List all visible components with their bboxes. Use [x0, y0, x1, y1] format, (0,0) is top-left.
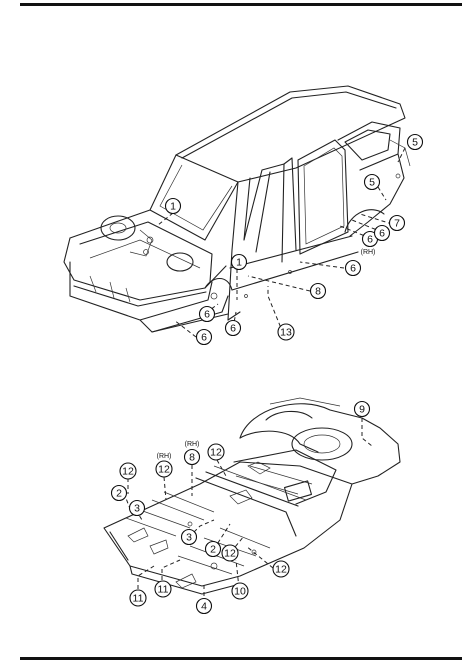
callout-number: 6 [379, 228, 385, 240]
callout-circle [230, 253, 248, 271]
callout-number: 8 [189, 452, 195, 464]
callout-circle [272, 560, 290, 578]
callout-circle [388, 214, 406, 232]
callout-circle [195, 597, 213, 615]
callout-number: 6 [350, 263, 356, 275]
floor-callout-12: 12 [119, 462, 137, 480]
callout-number: 12 [210, 447, 222, 459]
callout-circle [204, 540, 222, 558]
callout-number: 1 [236, 257, 242, 269]
callout-number: 3 [186, 532, 192, 544]
callout-number: 11 [158, 584, 169, 596]
floor-rh-notes: (RH) (RH) [157, 441, 200, 460]
callout-number: 12 [122, 466, 134, 478]
body-callout-5: 5 [406, 133, 424, 151]
callout-number: 2 [116, 488, 122, 500]
callout-circle [180, 528, 198, 546]
callout-circle [224, 319, 242, 337]
callout-number: 5 [369, 177, 375, 189]
callout-circle [406, 133, 424, 151]
callout-number: 12 [224, 548, 236, 560]
callout-circle [110, 484, 128, 502]
callout-circle [119, 462, 137, 480]
callout-circle [221, 544, 239, 562]
floor-callout-3: 3 [180, 528, 198, 546]
body-callout-13: 13 [277, 323, 295, 341]
rh-side-note: (RH) [361, 249, 376, 256]
body-callout-7: 7 [388, 214, 406, 232]
floor-callout-8: 8 [183, 448, 201, 466]
bottom-border-rule [20, 657, 462, 660]
callout-circle [129, 589, 147, 607]
callout-circle [183, 448, 201, 466]
floor-leader-lines [123, 418, 373, 603]
callout-circle [154, 580, 172, 598]
floor-callout-12: 12 [272, 560, 290, 578]
body-callout-6: 6 [373, 224, 391, 242]
callout-number: 12 [275, 564, 287, 576]
callout-number: 7 [394, 218, 400, 230]
floor-callout-12: 12 [155, 460, 173, 478]
body-callout-1: 1 [230, 253, 248, 271]
callout-number: 6 [201, 332, 207, 344]
floor-callout-3: 3 [128, 499, 146, 517]
callout-number: 6 [367, 234, 373, 246]
callout-circle [155, 460, 173, 478]
floor-callout-11: 11 [154, 580, 172, 598]
body-callout-6: 6 [344, 259, 362, 277]
callout-number: 5 [412, 137, 418, 149]
callout-circle [277, 323, 295, 341]
callout-circle [128, 499, 146, 517]
floor-callout-12: 12 [207, 443, 225, 461]
floor-pan-illustration [103, 397, 401, 595]
rh-note-12: (RH) [157, 453, 172, 460]
callout-circle [353, 400, 371, 418]
callout-number: 11 [133, 593, 144, 605]
callout-circle [207, 443, 225, 461]
body-rh-note: (RH) [361, 249, 376, 256]
floor-callout-4: 4 [195, 597, 213, 615]
floor-callout-2: 2 [110, 484, 128, 502]
floor-callout-10: 10 [231, 582, 249, 600]
body-callout-5: 5 [363, 173, 381, 191]
floor-callout-12: 12 [221, 544, 239, 562]
callout-number: 9 [359, 404, 365, 416]
rh-note-8: (RH) [185, 441, 200, 448]
body-callout-1: 1 [164, 197, 182, 215]
callout-circle [164, 197, 182, 215]
callout-number: 3 [134, 503, 140, 515]
callout-number: 4 [201, 601, 207, 613]
floor-callout-11: 11 [129, 589, 147, 607]
callout-number: 10 [234, 586, 246, 598]
callout-circle [373, 224, 391, 242]
body-callout-8: 8 [309, 282, 327, 300]
body-callout-6: 6 [195, 328, 213, 346]
callout-number: 12 [158, 464, 170, 476]
floor-callout-2: 2 [204, 540, 222, 558]
callout-number: 1 [170, 201, 176, 213]
callout-number: 13 [280, 327, 292, 339]
callout-number: 6 [204, 309, 210, 321]
callout-circle [195, 328, 213, 346]
callout-number: 8 [315, 286, 321, 298]
top-border-rule [20, 3, 462, 6]
vehicle-body-illustration [63, 85, 411, 333]
callout-circle [344, 259, 362, 277]
floor-callout-9: 9 [353, 400, 371, 418]
callout-number: 6 [230, 323, 236, 335]
callout-circle [198, 305, 216, 323]
body-callout-6: 6 [224, 319, 242, 337]
callout-circle [363, 173, 381, 191]
body-callout-6: 6 [198, 305, 216, 323]
callout-circle [309, 282, 327, 300]
callout-circle [231, 582, 249, 600]
callout-number: 2 [210, 544, 216, 556]
